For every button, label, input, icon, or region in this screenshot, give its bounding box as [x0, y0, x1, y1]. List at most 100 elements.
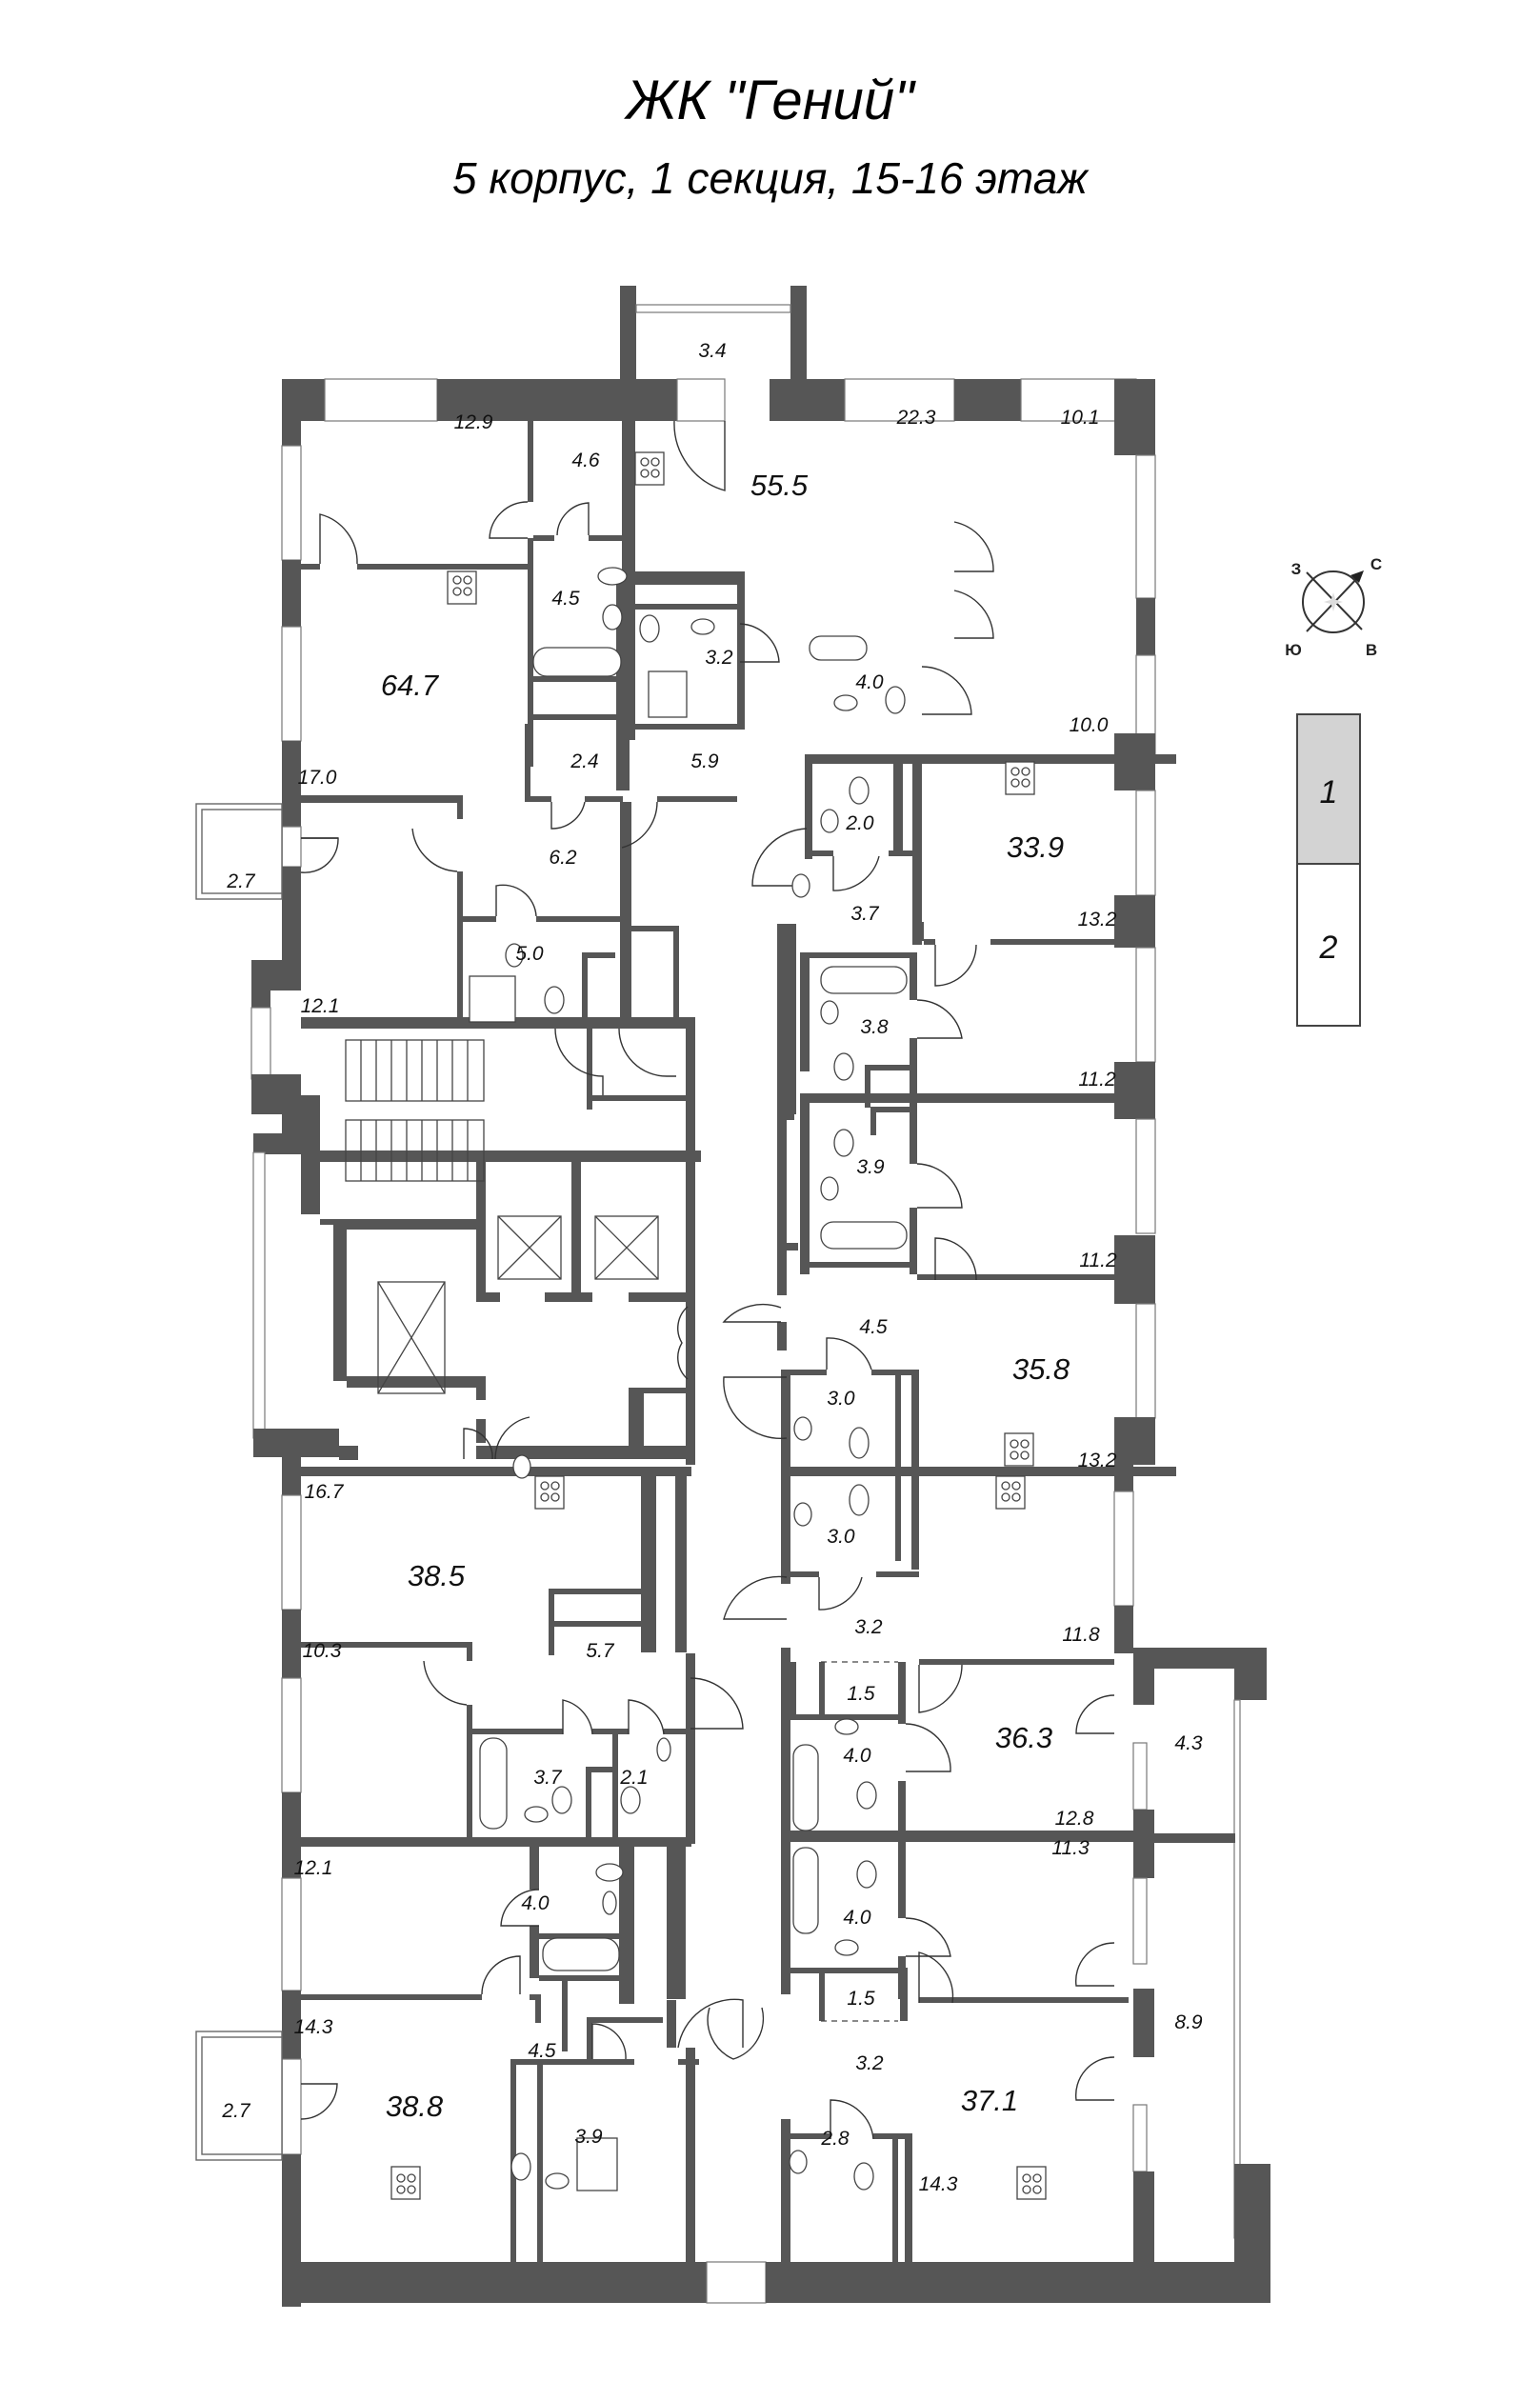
room-area-label: 3.0 — [827, 1388, 855, 1410]
room-area-label: 14.3 — [919, 2173, 958, 2195]
toilet-icon — [597, 567, 628, 586]
sink-icon — [793, 1502, 812, 1527]
room-area-label: 12.9 — [454, 411, 493, 433]
sink-icon — [820, 1000, 839, 1025]
toilet-icon — [595, 1863, 624, 1882]
room-area-label: 2.8 — [820, 2128, 850, 2150]
room-area-label: 3.2 — [705, 647, 733, 669]
sink-icon — [793, 1416, 812, 1441]
toilet-icon — [849, 1427, 870, 1459]
room-area-label: 3.8 — [860, 1016, 889, 1038]
room-area-label: 1.5 — [847, 1683, 875, 1705]
sink-icon — [789, 2150, 808, 2174]
room-area-label: 3.7 — [533, 1767, 563, 1789]
stove-icon — [1005, 761, 1035, 795]
stove-icon — [1004, 1432, 1034, 1467]
sink-icon — [505, 943, 524, 968]
toilet-icon — [849, 1484, 870, 1516]
staircase — [345, 1039, 485, 1182]
bathtub-icon — [792, 1847, 819, 1934]
room-area-label: 4.3 — [1174, 1732, 1203, 1754]
area-labels: 12.9 4.6 4.5 64.7 17.0 2.4 5.9 6.2 2.7 5… — [221, 340, 1203, 2195]
room-area-label: 5.9 — [690, 750, 719, 772]
sink-icon — [512, 1454, 531, 1479]
page-title: ЖК "Гений" — [626, 70, 914, 131]
room-area-label: 2.7 — [221, 2100, 251, 2122]
sink-icon — [791, 873, 810, 898]
room-area-label: 22.3 — [896, 407, 936, 429]
room-area-label: 12.8 — [1055, 1808, 1094, 1830]
exterior-walls — [250, 286, 1270, 2307]
sink-icon — [833, 694, 858, 711]
room-area-label: 4.6 — [571, 450, 600, 471]
room-area-label: 2.1 — [619, 1767, 648, 1789]
shower-icon — [576, 2137, 618, 2191]
stove-icon — [634, 451, 665, 486]
toilet-icon — [856, 1860, 877, 1889]
toilet-icon — [833, 1129, 854, 1157]
room-area-label: 3.9 — [856, 1156, 885, 1178]
doors — [300, 420, 1115, 2140]
toilet-icon — [885, 686, 906, 714]
room-area-label: 16.7 — [305, 1481, 345, 1503]
room-area-label: 1.5 — [847, 1988, 875, 2010]
apartment-total-area: 36.3 — [995, 1721, 1052, 1754]
apartment-total-area: 37.1 — [961, 2084, 1018, 2117]
room-area-label: 2.0 — [845, 812, 874, 834]
toilet-icon — [551, 1786, 572, 1814]
stove-icon — [447, 570, 477, 605]
toilet-icon — [833, 1052, 854, 1081]
section-2-button[interactable]: 2 — [1296, 863, 1361, 1027]
toilet-icon — [544, 986, 565, 1014]
bathtub-icon — [479, 1737, 508, 1830]
apartment-total-area: 64.7 — [381, 669, 440, 702]
sink-icon — [545, 2172, 570, 2190]
room-area-label: 4.5 — [551, 588, 580, 610]
sink-icon — [834, 1939, 859, 1956]
room-area-label: 4.0 — [855, 671, 884, 693]
room-area-label: 4.0 — [843, 1907, 871, 1929]
room-area-label: 11.2 — [1079, 1250, 1117, 1271]
toilet-icon — [849, 776, 870, 805]
room-area-label: 3.2 — [854, 1616, 883, 1638]
toilet-icon — [856, 1781, 877, 1810]
bathtub-icon — [542, 1937, 620, 1971]
room-area-label: 10.1 — [1061, 407, 1100, 429]
bathtub-icon — [532, 647, 622, 677]
section-selector: 1 2 — [1296, 713, 1361, 1027]
sink-icon — [656, 1737, 671, 1762]
sink-icon — [834, 1718, 859, 1735]
bathtub-icon — [820, 966, 908, 994]
compass-west-label: З — [1291, 560, 1302, 578]
section-1-label: 1 — [1320, 774, 1338, 810]
room-area-label: 3.0 — [827, 1526, 855, 1548]
compass-south-label: Ю — [1285, 641, 1302, 659]
fixtures — [345, 451, 1047, 2200]
room-area-label: 8.9 — [1174, 2011, 1203, 2033]
room-area-label: 5.0 — [515, 943, 544, 965]
toilet-icon — [620, 1786, 641, 1814]
compass-east-label: В — [1366, 641, 1377, 659]
stove-icon — [390, 2166, 421, 2200]
apartment-total-area: 55.5 — [750, 469, 809, 502]
apartment-total-area: 33.9 — [1007, 830, 1064, 864]
toilet-icon — [853, 2162, 874, 2191]
room-area-label: 13.2 — [1078, 909, 1117, 930]
balcony-lower-left-inner — [201, 2036, 283, 2155]
sink-icon — [690, 618, 715, 635]
room-area-label: 3.2 — [855, 2052, 884, 2074]
sink-icon — [820, 1176, 839, 1201]
section-2-label: 2 — [1319, 930, 1338, 966]
apartment-total-area: 35.8 — [1012, 1352, 1070, 1386]
room-area-label: 3.9 — [574, 2126, 603, 2148]
bathtub-icon — [792, 1744, 819, 1831]
room-area-label: 4.0 — [521, 1892, 550, 1914]
compass-north-label: С — [1370, 555, 1382, 573]
bathtub-icon — [809, 635, 868, 661]
section-1-button[interactable]: 1 — [1296, 713, 1361, 865]
sink-icon — [602, 1891, 617, 1915]
room-area-label: 4.0 — [843, 1745, 871, 1767]
toilet-icon — [639, 614, 660, 643]
elevator-icon — [377, 1281, 446, 1394]
room-area-label: 10.3 — [303, 1640, 342, 1662]
